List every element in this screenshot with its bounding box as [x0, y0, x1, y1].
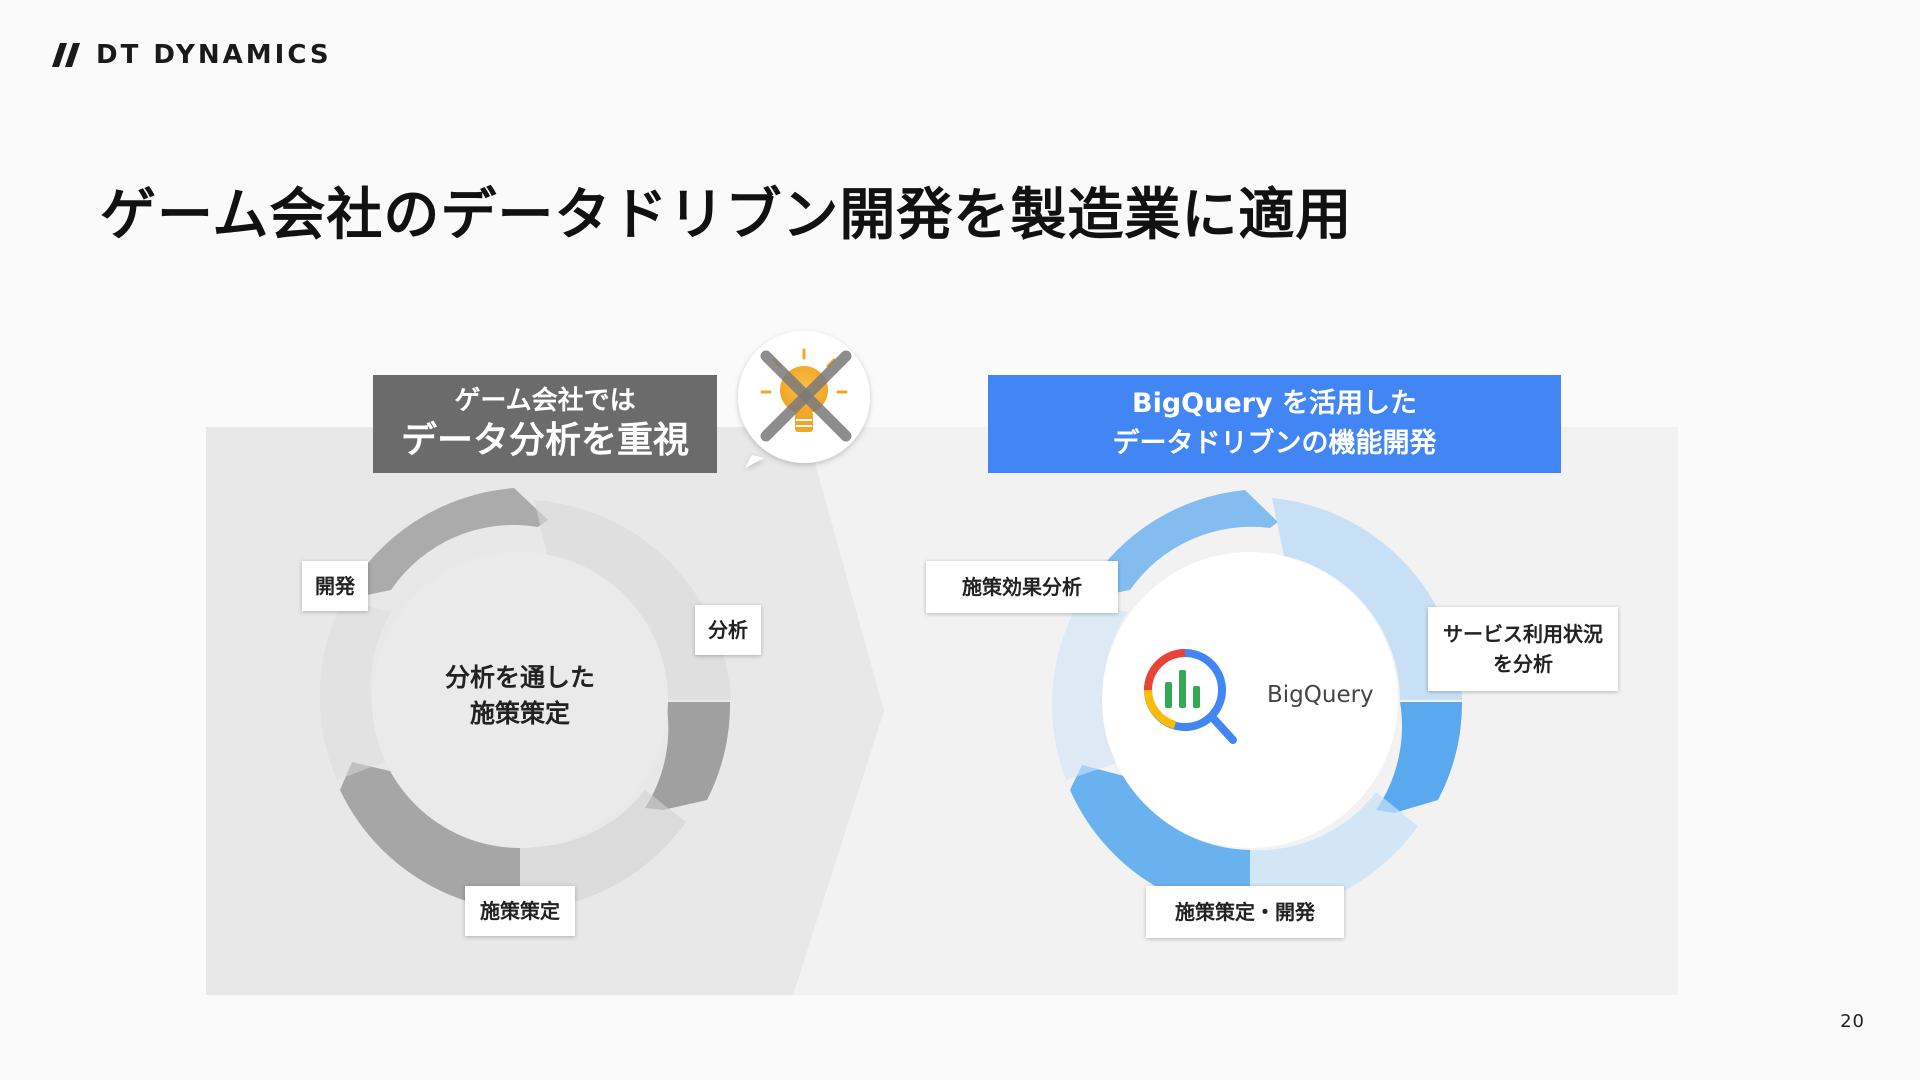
left-ring-segment-left-fade [319, 600, 391, 780]
left-header-line2: データ分析を重視 [400, 420, 689, 461]
left-ring-segment-right [645, 702, 731, 810]
right-ring-segment-bottom [1070, 765, 1250, 915]
callout-planning-label: 施策策定 [480, 899, 560, 923]
left-center-text: 分析を通した 施策策定 [420, 660, 620, 732]
left-panel-header: ゲーム会社では データ分析を重視 [373, 375, 717, 473]
left-ring-segment-bottom-fade [520, 790, 686, 911]
callout-usage-line1: サービス利用状況 [1443, 622, 1603, 646]
callout-usage-analysis: サービス利用状況 を分析 [1428, 607, 1618, 691]
callout-planning-development: 施策策定・開発 [1146, 886, 1344, 938]
crossed-lightbulb-badge [738, 331, 870, 468]
left-header-line1: ゲーム会社では [454, 386, 636, 416]
logo-text: DT DYNAMICS [96, 40, 332, 70]
slide-title: ゲーム会社のデータドリブン開発を製造業に適用 [100, 183, 1353, 248]
callout-analysis-label: 分析 [708, 618, 748, 642]
callout-effect-label: 施策効果分析 [962, 575, 1082, 599]
left-center-line2: 施策策定 [469, 699, 570, 728]
left-ring-segment-top-fade [534, 500, 731, 700]
callout-develop: 開発 [302, 561, 368, 611]
right-ring-segment-bottom-fade [1250, 792, 1418, 915]
callout-planning-dev-label: 施策策定・開発 [1175, 900, 1315, 924]
left-center-circle [372, 552, 668, 848]
bigquery-logo-icon [1144, 649, 1237, 744]
left-cycle-ring [319, 488, 731, 911]
company-logo: DT DYNAMICS [52, 40, 332, 70]
right-center-circle [1102, 552, 1398, 848]
bigquery-product-name: BigQuery [1267, 682, 1374, 708]
callout-planning: 施策策定 [465, 886, 575, 936]
right-ring-segment-top-fade [1272, 498, 1462, 700]
right-ring-segment-right [1376, 702, 1463, 813]
right-ring-segment-top [1080, 490, 1278, 600]
right-panel-header: BigQuery を活用した データドリブンの機能開発 [988, 375, 1561, 473]
logo-slash-icon [52, 43, 80, 67]
left-ring-segment-bottom [340, 762, 520, 911]
callout-usage-line2: を分析 [1493, 652, 1553, 676]
callout-develop-label: 開発 [315, 574, 355, 598]
callout-analysis: 分析 [695, 605, 761, 655]
left-ring-segment-top [343, 488, 548, 600]
cross-icon [760, 350, 852, 442]
right-header-line1: BigQuery を活用した [1132, 388, 1417, 419]
callout-effect-analysis: 施策効果分析 [926, 561, 1118, 613]
right-header-line2: データドリブンの機能開発 [1112, 428, 1437, 459]
left-center-line1: 分析を通した [444, 663, 595, 692]
page-number: 20 [1840, 1011, 1865, 1032]
